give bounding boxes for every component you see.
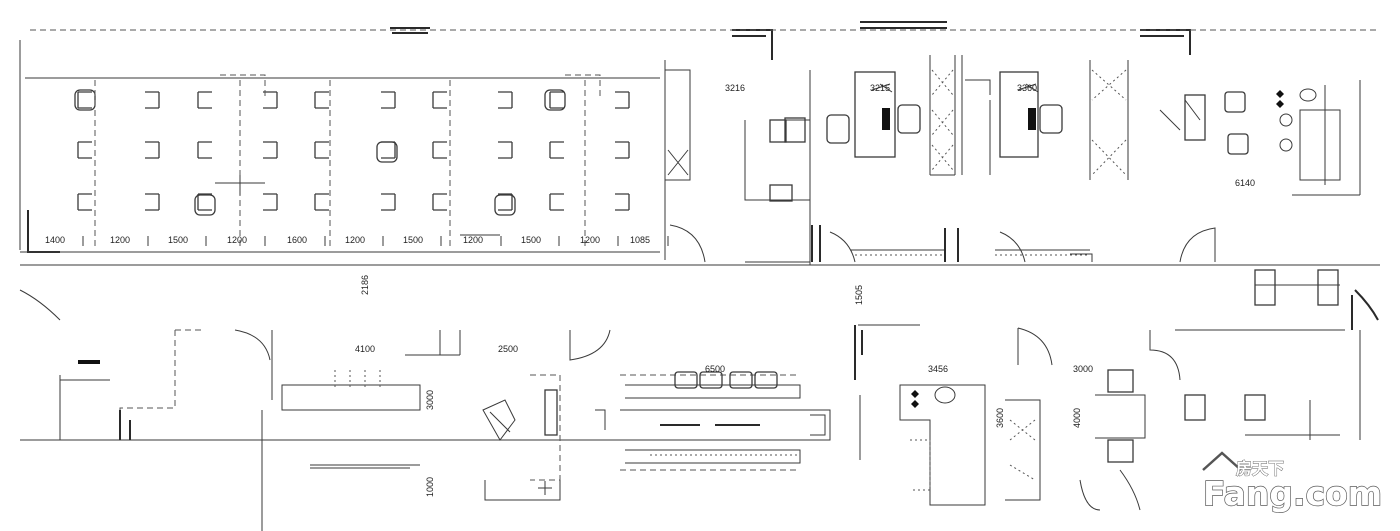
workstation-desk xyxy=(549,91,564,109)
workstation-desk xyxy=(432,141,447,159)
dimension-label: 1600 xyxy=(287,235,307,245)
workstation-desk xyxy=(549,141,564,159)
dimension-label: 1500 xyxy=(521,235,541,245)
workstation-desk xyxy=(145,91,160,109)
lower-rooms xyxy=(59,324,1345,531)
dimension-label: 1200 xyxy=(345,235,365,245)
dim-office-d: 6140 xyxy=(1235,178,1255,188)
dim-office-a: 3216 xyxy=(725,83,745,93)
workstation-desk xyxy=(197,141,212,159)
dim-room-1-height: 3000 xyxy=(425,390,435,410)
workstation-desk xyxy=(498,193,513,211)
workstation-desk xyxy=(381,141,396,159)
dim-room-4: 3000 xyxy=(1073,364,1093,374)
workstation-desk xyxy=(615,91,630,109)
workstation-desk xyxy=(77,141,92,159)
dimension-label: 1500 xyxy=(403,235,423,245)
dimension-label: 1085 xyxy=(630,235,650,245)
workstation-desk xyxy=(77,193,92,211)
dimension-label: 1200 xyxy=(463,235,483,245)
dim-room-3: 3456 xyxy=(928,364,948,374)
office-chair xyxy=(544,89,566,111)
dim-corridor-right: 1505 xyxy=(854,285,864,305)
workstation-desk xyxy=(77,91,92,109)
dimension-label: 1500 xyxy=(168,235,188,245)
workstation-desk xyxy=(498,91,513,109)
open-office-partitions xyxy=(94,74,601,250)
workstation-desk xyxy=(197,193,212,211)
workstation-desk xyxy=(498,141,513,159)
office-chair xyxy=(376,141,398,163)
dim-corridor-vertical: 2186 xyxy=(360,275,370,295)
corridor-doors xyxy=(669,224,1340,306)
workstation-desk xyxy=(263,141,278,159)
workstation-desk xyxy=(432,193,447,211)
watermark-brand-cn: 房天下 xyxy=(1236,459,1284,478)
workstation-desk xyxy=(314,193,329,211)
dim-room-1: 4100 xyxy=(355,344,375,354)
dimension-label: 1200 xyxy=(110,235,130,245)
watermark-brand-en: Fang.com xyxy=(1203,474,1382,513)
watermark-logo: 房天下 Fang.com xyxy=(1200,448,1383,514)
workstation-desk xyxy=(381,91,396,109)
workstation-desk xyxy=(314,91,329,109)
dimension-label: 1400 xyxy=(45,235,65,245)
dim-room-1-height-2: 1000 xyxy=(425,477,435,497)
workstation-desk xyxy=(615,141,630,159)
workstation-desk xyxy=(263,193,278,211)
office-chair xyxy=(494,194,516,216)
dimension-label: 1200 xyxy=(580,235,600,245)
executive-offices xyxy=(665,55,1341,265)
workstation-desk xyxy=(549,193,564,211)
office-chair xyxy=(194,194,216,216)
workstation-desk xyxy=(314,141,329,159)
dimension-label: 1200 xyxy=(227,235,247,245)
dim-room-4-height: 4000 xyxy=(1072,408,1082,428)
dim-room-3-height: 3600 xyxy=(995,408,1005,428)
dim-room-2: 2500 xyxy=(498,344,518,354)
workstation-desk xyxy=(432,91,447,109)
workstation-desk xyxy=(145,141,160,159)
workstation-desk xyxy=(197,91,212,109)
dim-office-c: 3360 xyxy=(1017,83,1037,93)
workstation-desk xyxy=(615,193,630,211)
workstation-desk xyxy=(381,193,396,211)
dimension-row-open-office: 1400 1200 1500 1200 1600 1200 1500 1200 1500 1200… xyxy=(45,235,669,246)
dimensions: 1400 1200 1500 1200 1600 1200 1500 1200 1500 1200… xyxy=(45,83,1255,497)
open-office-workstations xyxy=(74,89,630,216)
workstation-desk xyxy=(145,193,160,211)
dim-conference: 6500 xyxy=(705,364,725,374)
dim-office-b: 3215 xyxy=(870,83,890,93)
